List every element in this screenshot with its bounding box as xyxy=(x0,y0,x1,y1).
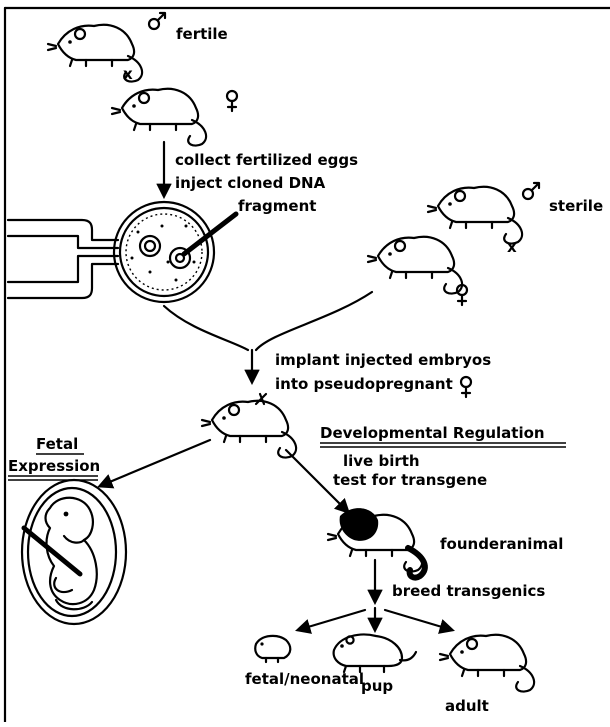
male-symbol-icon xyxy=(523,183,539,199)
arrow-to-fetus xyxy=(100,440,210,486)
fertilized-egg xyxy=(114,202,214,302)
recipient-mouse xyxy=(202,401,296,458)
pup-mouse xyxy=(334,635,416,672)
adult-mouse xyxy=(440,635,534,692)
fetus-in-amnion xyxy=(22,480,126,624)
expression-title: Expression xyxy=(8,457,100,475)
developmental-regulation-title: Developmental Regulation xyxy=(320,424,545,442)
step-inject-label: inject cloned DNA xyxy=(175,174,326,192)
implant-label-2: into pseudopregnant xyxy=(275,375,453,393)
pup-label: pup xyxy=(361,677,393,695)
implant-label-1: implant injected embryos xyxy=(275,351,491,369)
fetal-title: Fetal xyxy=(36,435,78,453)
live-birth-label: live birth xyxy=(343,452,420,470)
test-transgene-label: test for transgene xyxy=(333,471,487,489)
arrow-egg-to-implant xyxy=(164,306,248,350)
holding-pipette xyxy=(8,220,118,298)
incision-mark xyxy=(256,394,266,404)
fetal-neonatal-label: fetal/neonatal xyxy=(245,670,364,688)
arrow-to-adult xyxy=(385,610,452,630)
cross-symbol-top: x xyxy=(123,65,133,83)
founder-label: founderanimal xyxy=(440,535,563,553)
cross-symbol-right: x xyxy=(507,238,517,256)
breed-label: breed transgenics xyxy=(392,582,545,600)
fertile-female-mouse xyxy=(112,89,206,146)
injection-needle-fetus xyxy=(24,528,80,574)
sterile-female-mouse xyxy=(368,237,462,294)
arrow-to-neonatal xyxy=(298,610,365,630)
male-symbol-icon xyxy=(149,13,165,29)
sterile-male-mouse xyxy=(428,187,522,244)
step-fragment-label: fragment xyxy=(238,197,316,215)
fertile-label: fertile xyxy=(176,25,228,43)
arrow-sterile-to-implant xyxy=(256,292,372,350)
step-collect-label: collect fertilized eggs xyxy=(175,151,358,169)
female-symbol-icon xyxy=(461,377,471,397)
neonatal-mouse xyxy=(255,636,290,662)
female-symbol-icon xyxy=(227,91,237,111)
adult-label: adult xyxy=(445,697,489,715)
founder-mouse xyxy=(328,508,425,577)
sterile-label: sterile xyxy=(549,197,603,215)
